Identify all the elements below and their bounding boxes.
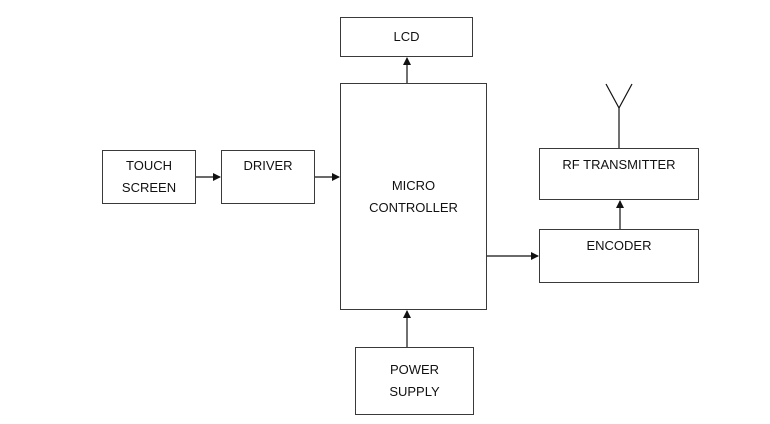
encoder-label: ENCODER <box>586 238 652 253</box>
rf-transmitter-label: RF TRANSMITTER <box>562 157 676 172</box>
driver-block: DRIVER <box>221 150 315 204</box>
touch-screen-label-line-2: SCREEN <box>121 180 177 195</box>
rf-transmitter-block: RF TRANSMITTER <box>539 148 699 200</box>
microcontroller-label-line-2: CONTROLLER <box>369 199 458 215</box>
microcontroller-block: MICRO CONTROLLER <box>340 83 487 310</box>
power-supply-block: POWER SUPPLY <box>355 347 474 415</box>
microcontroller-label-line-1: MICRO <box>391 177 436 193</box>
lcd-block: LCD <box>340 17 473 57</box>
encoder-block: ENCODER <box>539 229 699 283</box>
touch-screen-block: TOUCH SCREEN <box>102 150 196 204</box>
touch-screen-label-line-1: TOUCH <box>126 158 172 173</box>
power-supply-label-line-2: SUPPLY <box>389 384 440 399</box>
driver-label: DRIVER <box>243 158 293 173</box>
lcd-label: LCD <box>393 29 420 44</box>
antenna-icon <box>605 83 633 148</box>
power-supply-label-line-1: POWER <box>389 362 440 377</box>
